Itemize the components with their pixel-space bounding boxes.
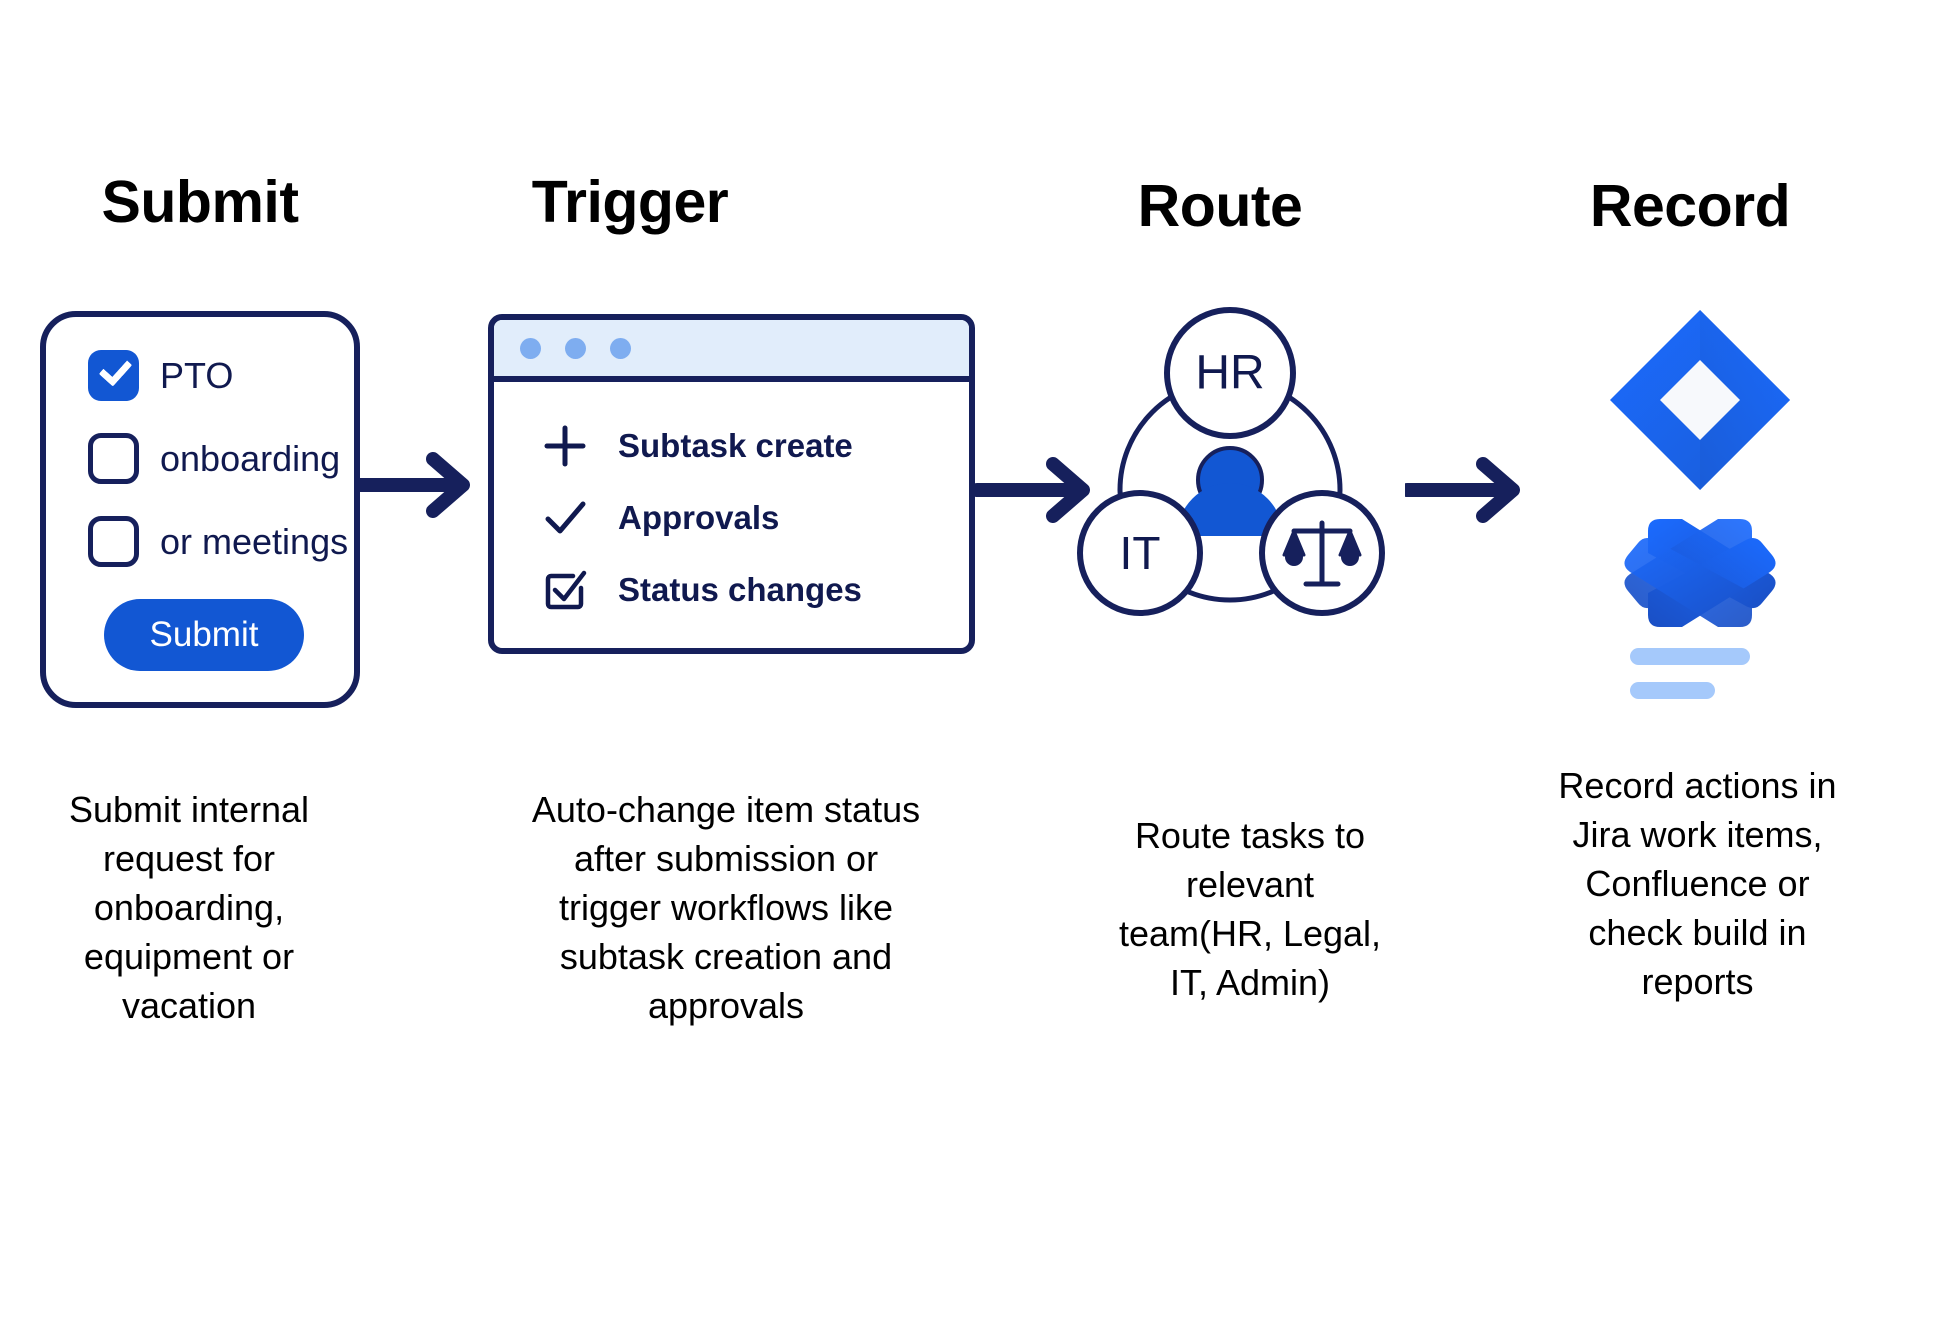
stage-title-submit: Submit bbox=[101, 169, 299, 235]
trigger-item-list: Subtask create Approvals Status cha bbox=[494, 382, 969, 626]
checkbox-checked-icon[interactable] bbox=[88, 350, 139, 401]
trigger-item-subtask-create[interactable]: Subtask create bbox=[542, 410, 969, 482]
route-node-label: HR bbox=[1195, 347, 1264, 400]
record-logo-stack bbox=[1600, 300, 1900, 699]
checkbox-checked-icon bbox=[542, 567, 588, 613]
trigger-item-label: Subtask create bbox=[618, 427, 853, 464]
submit-button[interactable]: Submit bbox=[104, 599, 304, 671]
submit-form-card: PTO onboarding or meetings Submit bbox=[40, 311, 360, 708]
window-titlebar bbox=[494, 320, 969, 382]
stage-caption-record: Record actions in Jira work items, Confl… bbox=[1558, 765, 1837, 1002]
route-node-legal bbox=[1259, 490, 1385, 616]
checkbox-row-pto[interactable]: PTO bbox=[88, 350, 233, 401]
jira-logo bbox=[1610, 310, 1790, 490]
checkbox-label: or meetings bbox=[160, 520, 349, 562]
window-dot-icon bbox=[520, 337, 541, 359]
checkbox-empty-icon[interactable] bbox=[88, 433, 139, 484]
checkbox-row-or-meetings[interactable]: or meetings bbox=[88, 516, 348, 567]
checkbox-empty-icon[interactable] bbox=[88, 516, 139, 567]
trigger-item-status-changes[interactable]: Status changes bbox=[542, 554, 969, 626]
arrow-trigger-to-route bbox=[970, 455, 1105, 525]
stage-caption-route: Route tasks to relevant team(HR, Legal, … bbox=[1118, 815, 1382, 1003]
trigger-item-approvals[interactable]: Approvals bbox=[542, 482, 969, 554]
confluence-logo bbox=[1624, 519, 1776, 627]
stage-caption-trigger: Auto-change item status after submission… bbox=[531, 789, 921, 1026]
checkbox-row-onboarding[interactable]: onboarding bbox=[88, 433, 340, 484]
route-node-it: IT bbox=[1077, 490, 1203, 616]
scales-icon bbox=[1282, 520, 1362, 587]
check-icon bbox=[542, 495, 588, 541]
route-node-label: IT bbox=[1120, 527, 1161, 579]
checkbox-label: PTO bbox=[160, 354, 234, 396]
checkbox-label: onboarding bbox=[160, 437, 341, 479]
stage-caption-submit: Submit internal request for onboarding, … bbox=[68, 789, 310, 1026]
stage-title-route: Route bbox=[1137, 173, 1303, 239]
route-team-cluster: HR IT bbox=[1060, 305, 1400, 640]
trigger-item-label: Approvals bbox=[618, 499, 780, 536]
stage-title-trigger: Trigger bbox=[531, 169, 729, 235]
window-dot-icon bbox=[610, 337, 631, 359]
route-node-hr: HR bbox=[1164, 307, 1296, 439]
trigger-window-card: Subtask create Approvals Status cha bbox=[488, 314, 975, 654]
plus-icon bbox=[542, 423, 588, 469]
report-lines bbox=[1630, 648, 1750, 699]
window-dot-icon bbox=[565, 337, 586, 359]
arrow-submit-to-trigger bbox=[350, 450, 485, 520]
arrow-route-to-record bbox=[1400, 455, 1535, 525]
stage-title-record: Record bbox=[1589, 173, 1791, 239]
trigger-item-label: Status changes bbox=[618, 571, 862, 608]
